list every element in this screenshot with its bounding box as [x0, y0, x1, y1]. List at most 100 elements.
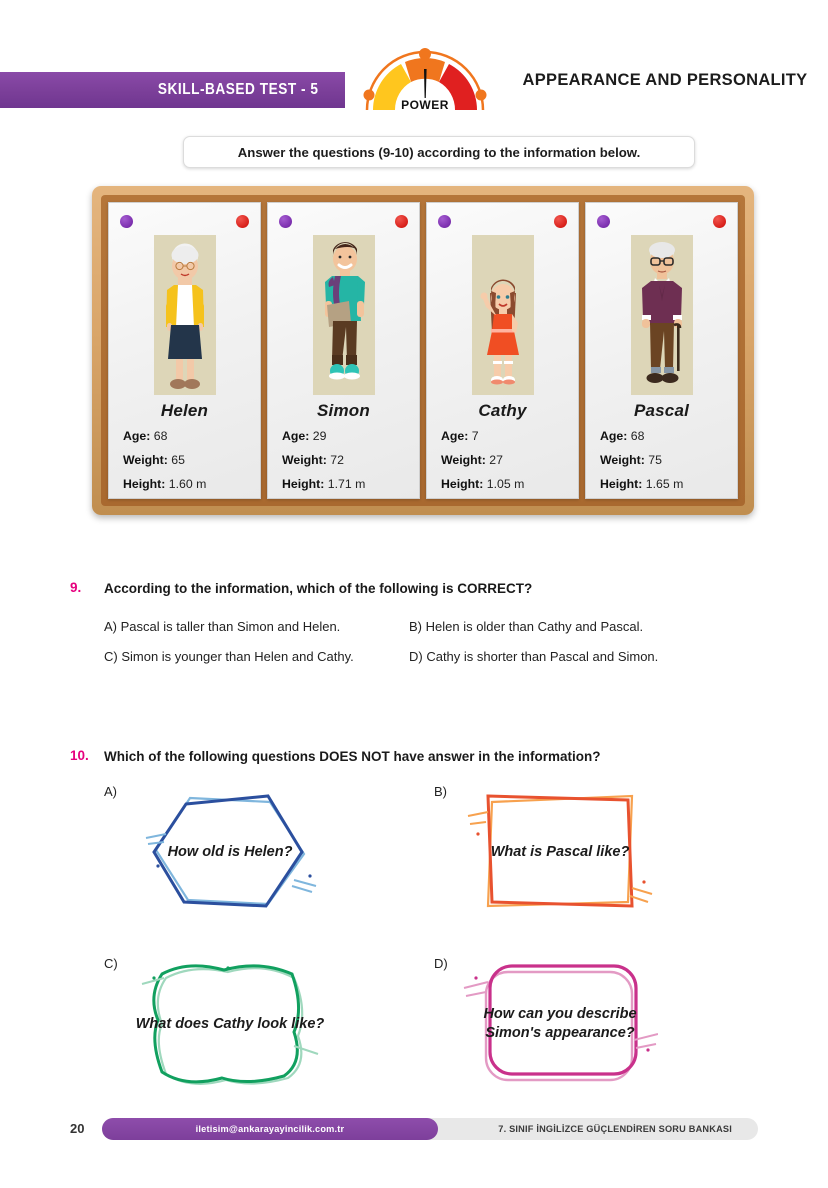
person-name: Pascal [633, 401, 690, 420]
option-b[interactable]: B) Helen is older than Cathy and Pascal. [409, 619, 644, 634]
power-gauge-logo: POWER [345, 36, 505, 114]
stat-height: Height: 1.60 m [123, 477, 252, 491]
option-a-label: A) [104, 784, 117, 799]
option-row: A) Pascal is taller than Simon and Helen… [104, 618, 770, 635]
stat-age: Age: 29 [282, 429, 411, 443]
pushpin-purple-icon [279, 215, 297, 232]
stat-height: Height: 1.05 m [441, 477, 570, 491]
option-c[interactable]: C) Simon is younger than Helen and Cathy… [104, 649, 354, 664]
page-number: 20 [70, 1121, 85, 1136]
stat-weight: Weight: 65 [123, 453, 252, 467]
page-footer: 20 iletisim@ankarayayincilik.com.tr 7. S… [70, 1118, 758, 1142]
question-9-number: 9. [70, 580, 82, 595]
person-name: Helen [160, 401, 209, 420]
person-photo-pascal [630, 235, 693, 395]
person-stats: Age: 68 Weight: 65 Height: 1.60 m [123, 429, 252, 498]
pushpin-purple-icon [120, 215, 138, 232]
question-9-heading: 9. According to the information, which o… [70, 580, 770, 598]
stat-weight-label: Weight: [282, 453, 327, 467]
page-header: SKILL-BASED TEST - 5 POWER APPEARANCE AN… [0, 48, 828, 114]
pushpin-red-icon [554, 215, 572, 232]
stat-height-label: Height: [441, 477, 484, 491]
stat-age: Age: 68 [600, 429, 729, 443]
stat-age: Age: 7 [441, 429, 570, 443]
question-9-text: According to the information, which of t… [104, 581, 533, 596]
stat-weight: Weight: 72 [282, 453, 411, 467]
stat-height-label: Height: [123, 477, 166, 491]
stat-age: Age: 68 [123, 429, 252, 443]
stat-weight-value: 27 [489, 453, 503, 467]
corkboard-surface: Helen Age: 68 Weight: 65 Height: 1.60 m [101, 195, 745, 506]
instruction-box: Answer the questions (9-10) according to… [183, 136, 695, 168]
contact-email-pill[interactable]: iletisim@ankarayayincilik.com.tr [102, 1118, 438, 1140]
person-stats: Age: 7 Weight: 27 Height: 1.05 m [441, 429, 570, 498]
stat-height-value: 1.65 m [645, 477, 684, 491]
footer-bar: iletisim@ankarayayincilik.com.tr 7. SINI… [102, 1118, 758, 1140]
stat-age-label: Age: [441, 429, 469, 443]
stat-weight: Weight: 75 [600, 453, 729, 467]
stat-age-value: 68 [153, 429, 168, 443]
stat-weight-value: 65 [171, 453, 185, 467]
square-bubble-icon [462, 782, 658, 922]
person-card-pascal: Pascal Age: 68 Weight: 75 Height: 1.65 m [585, 202, 738, 499]
stat-weight-label: Weight: [441, 453, 486, 467]
question-10-options: A) How old is Helen? B) [104, 782, 724, 1094]
stat-age-label: Age: [123, 429, 151, 443]
person-card-simon: Simon Age: 29 Weight: 72 Height: 1.71 m [267, 202, 420, 499]
option-c[interactable]: C) What does Cathy look like? [104, 954, 334, 1094]
stat-weight-value: 72 [330, 453, 344, 467]
option-a[interactable]: A) How old is Helen? [104, 782, 334, 922]
stat-age-label: Age: [600, 429, 628, 443]
option-d[interactable]: D) How can you describe Simon's appearan… [434, 954, 664, 1094]
question-10: 10. Which of the following questions DOE… [70, 748, 770, 766]
question-10-number: 10. [70, 748, 89, 763]
page-title: APPEARANCE AND PERSONALITY [522, 71, 808, 89]
pushpin-red-icon [236, 215, 254, 232]
person-photo-simon [312, 235, 375, 395]
pushpin-purple-icon [438, 215, 456, 232]
option-row: A) How old is Helen? B) [104, 782, 724, 922]
pushpin-red-icon [395, 215, 413, 232]
question-10-text: Which of the following questions DOES NO… [104, 749, 601, 764]
hexagon-bubble-icon [132, 782, 328, 922]
person-photo-cathy [471, 235, 534, 395]
corkboard-frame: Helen Age: 68 Weight: 65 Height: 1.60 m [92, 186, 754, 515]
option-a[interactable]: A) Pascal is taller than Simon and Helen… [104, 619, 341, 634]
stat-height-label: Height: [282, 477, 325, 491]
pushpin-red-icon [713, 215, 731, 232]
pushpin-purple-icon [597, 215, 615, 232]
wavy-square-bubble-icon [132, 954, 328, 1094]
stat-weight: Weight: 27 [441, 453, 570, 467]
stat-height-value: 1.60 m [168, 477, 207, 491]
option-c-label: C) [104, 956, 118, 971]
contact-email: iletisim@ankarayayincilik.com.tr [195, 1124, 345, 1134]
person-card-cathy: Cathy Age: 7 Weight: 27 Height: 1.05 m [426, 202, 579, 499]
test-banner: SKILL-BASED TEST - 5 [0, 72, 345, 108]
stat-height: Height: 1.71 m [282, 477, 411, 491]
option-b-label: B) [434, 784, 447, 799]
option-d-label: D) [434, 956, 448, 971]
svg-text:POWER: POWER [401, 98, 449, 112]
person-stats: Age: 68 Weight: 75 Height: 1.65 m [600, 429, 729, 498]
person-name: Cathy [478, 401, 527, 420]
question-9: 9. According to the information, which o… [70, 580, 770, 678]
question-9-options: A) Pascal is taller than Simon and Helen… [104, 618, 770, 665]
option-row: C) What does Cathy look like? D) [104, 954, 724, 1094]
stat-age-value: 7 [471, 429, 479, 443]
person-photo-helen [153, 235, 216, 395]
stat-height: Height: 1.65 m [600, 477, 729, 491]
stat-weight-label: Weight: [600, 453, 645, 467]
instruction-text: Answer the questions (9-10) according to… [237, 144, 641, 160]
option-d[interactable]: D) Cathy is shorter than Pascal and Simo… [409, 649, 659, 664]
stat-age-value: 68 [630, 429, 645, 443]
rounded-rect-bubble-icon [462, 954, 658, 1094]
question-10-heading: 10. Which of the following questions DOE… [70, 748, 770, 766]
test-banner-label: SKILL-BASED TEST - 5 [158, 81, 319, 98]
stat-height-value: 1.71 m [327, 477, 366, 491]
stat-age-value: 29 [312, 429, 327, 443]
option-row: C) Simon is younger than Helen and Cathy… [104, 648, 770, 665]
stat-height-label: Height: [600, 477, 643, 491]
option-b[interactable]: B) What is Pascal like? [434, 782, 664, 922]
stat-height-value: 1.05 m [486, 477, 525, 491]
